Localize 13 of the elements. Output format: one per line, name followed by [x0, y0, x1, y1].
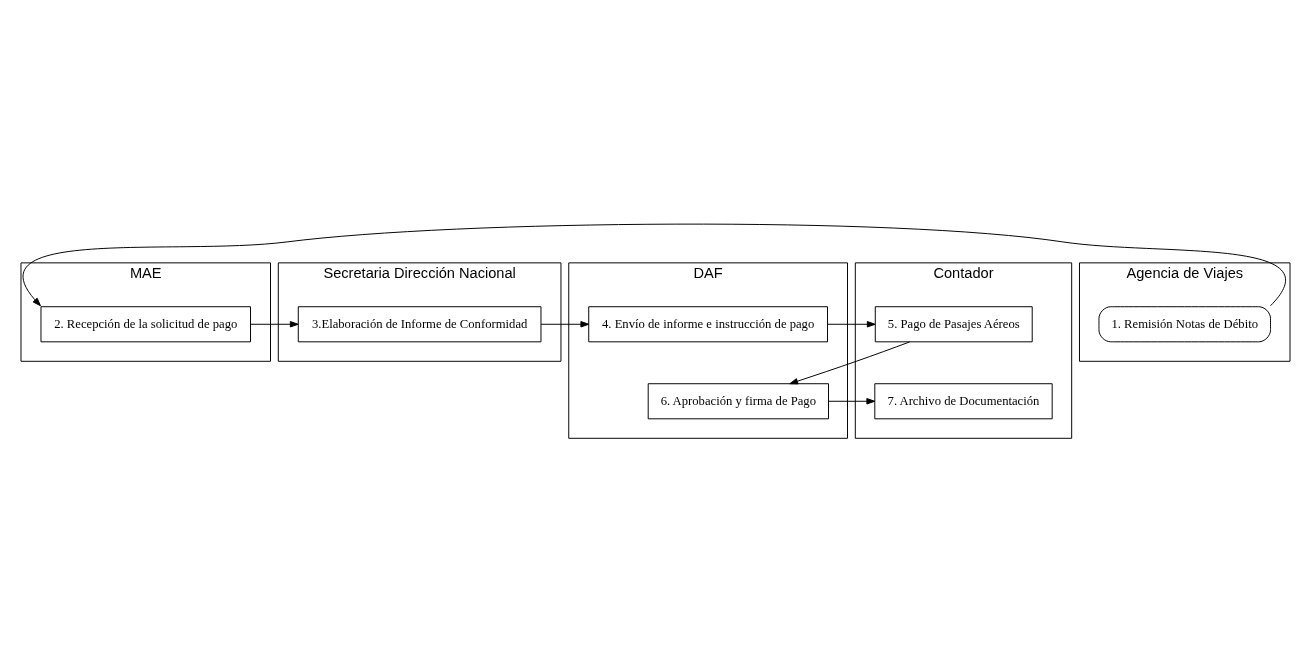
node-box: 6. Aprobación y firma de Pago — [647, 383, 829, 420]
arrow — [828, 398, 876, 405]
arrow — [540, 321, 590, 328]
node-box: 1. Remisión Notas de Débito — [1098, 306, 1271, 343]
arrow — [827, 321, 876, 328]
arrow — [789, 341, 911, 385]
arrow — [23, 223, 1286, 307]
node-box: 4. Envío de informe e instrucción de pago — [588, 306, 828, 343]
arrow — [250, 321, 299, 328]
node-box: 5. Pago de Pasajes Aéreos — [874, 306, 1033, 343]
node-box: 7. Archivo de Documentación — [874, 383, 1053, 420]
node-box: 3.Elaboración de Informe de Conformidad — [297, 306, 542, 343]
node-box: 2. Recepción de la solicitud de pago — [40, 306, 251, 343]
